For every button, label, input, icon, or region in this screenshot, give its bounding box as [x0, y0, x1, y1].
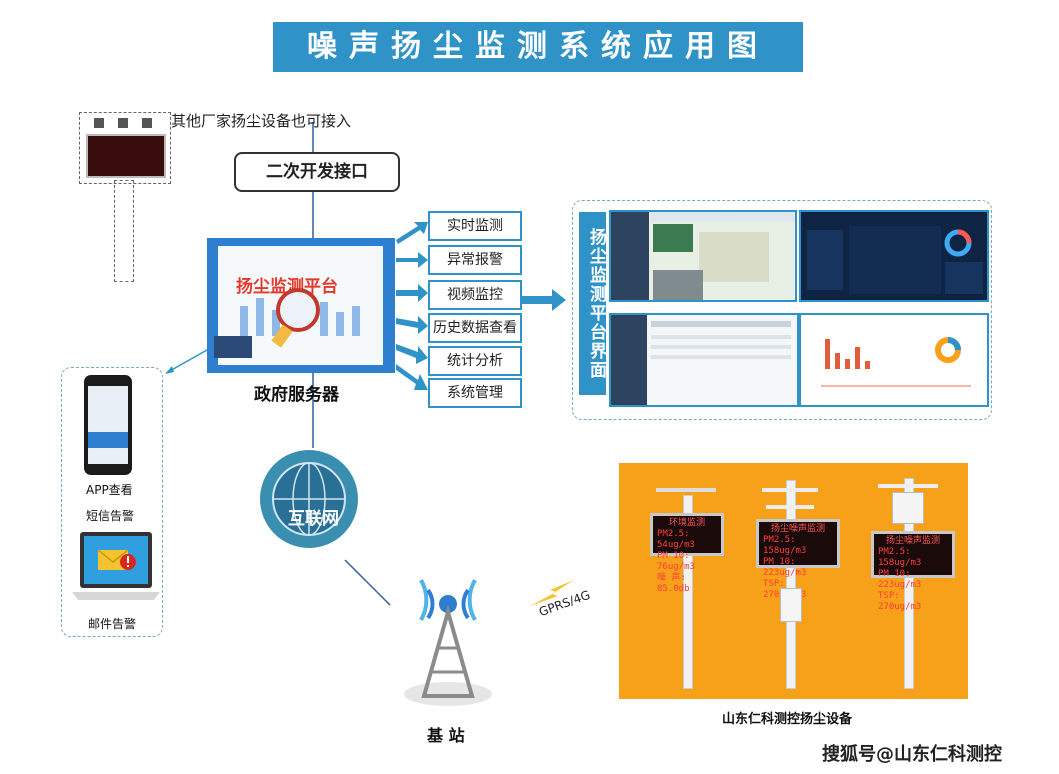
internet-label: 互联网	[288, 509, 339, 529]
device-3-sensor-box	[892, 492, 924, 524]
api-interface-box: 二次开发接口	[234, 152, 400, 192]
arrow-to-platform	[522, 289, 566, 311]
arrow-func-5	[396, 344, 428, 364]
arrow-func-4	[396, 316, 428, 334]
laptop-mail-icon	[72, 532, 160, 600]
other-devices-note: 其他厂家扬尘设备也可接入	[171, 112, 352, 130]
arrow-server-to-mobile	[167, 349, 208, 373]
device-2-led-line-2: PM 10: 223ug/m3	[763, 557, 807, 578]
base-station-tower-icon	[404, 579, 492, 706]
other-device-sensors-icon	[94, 118, 152, 128]
arrow-func-6	[396, 364, 428, 390]
device-1-sensor-arm	[656, 488, 716, 492]
function-system-management: 系统管理	[428, 378, 522, 408]
function-realtime-monitoring: 实时监测	[428, 211, 522, 241]
mobile-alerts-frame	[61, 367, 163, 637]
mail-label: 邮件告警	[88, 617, 137, 631]
devices-caption: 山东仁科测控扬尘设备	[722, 712, 853, 727]
device-2-crossbar-lower	[766, 505, 814, 509]
watermark: 搜狐号@山东仁科测控	[822, 744, 1002, 765]
function-history-data: 历史数据查看	[428, 313, 522, 343]
device-3-pole	[904, 478, 914, 689]
device-2-control-cabinet	[780, 588, 802, 622]
lightning-bolt-icon	[530, 580, 574, 606]
function-statistics: 统计分析	[428, 346, 522, 376]
device-1-led-line-2: PM 10: 76ug/m3	[657, 551, 695, 572]
server-caption: 政府服务器	[254, 385, 339, 405]
other-device-pole	[114, 180, 134, 282]
device-3-led-line-2: PM 10: 223ug/m3	[878, 569, 922, 590]
device-1-led-line-1: PM2.5: 54ug/m3	[657, 529, 695, 550]
function-abnormal-alarm: 异常报警	[428, 245, 522, 275]
device-1-led-line-3: 噪 声: 85.0db	[657, 573, 690, 594]
function-video-monitoring: 视频监控	[428, 280, 522, 310]
arrow-func-2	[396, 252, 428, 268]
device-3-crossbar	[878, 484, 938, 488]
line-internet-to-station	[344, 559, 391, 606]
platform-label: 扬尘监测平台	[236, 277, 338, 297]
device-1-led-title: 环境监测	[668, 518, 705, 528]
platform-interface-frame	[572, 200, 992, 420]
screenshot-map-view	[609, 210, 797, 302]
device-2-led-line-1: PM2.5: 158ug/m3	[763, 535, 807, 556]
other-device-screen	[86, 134, 166, 178]
device-2-led-screen: 扬尘噪声监测 PM2.5: 158ug/m3 PM 10: 223ug/m3 T…	[756, 519, 840, 600]
device-3-led-line-3: TSP: 270ug/m3	[878, 591, 922, 612]
bar-chart-icon	[240, 298, 360, 336]
device-3-led-screen: 扬尘噪声监测 PM2.5: 158ug/m3 PM 10: 223ug/m3 T…	[871, 531, 955, 612]
device-1-pole	[683, 495, 693, 689]
screenshot-device-list	[609, 313, 799, 407]
smartphone-icon	[84, 375, 132, 475]
screenshot-statistics	[799, 313, 989, 407]
arrow-func-1	[396, 222, 428, 244]
app-label: APP查看	[86, 483, 133, 497]
arrow-func-3	[396, 284, 428, 302]
device-3-led-line-1: PM2.5: 158ug/m3	[878, 547, 922, 568]
platform-interface-label: 扬尘监测平台界面	[579, 212, 606, 395]
device-2-pole	[786, 480, 796, 689]
internet-globe-icon	[260, 450, 358, 548]
server-hand-cuff	[214, 336, 252, 358]
device-2-crossbar	[762, 488, 818, 492]
diagram-title: 噪声扬尘监测系统应用图	[273, 22, 803, 72]
sms-label: 短信告警	[86, 509, 135, 523]
base-station-label: 基 站	[427, 726, 465, 745]
screenshot-dashboard-dark	[799, 210, 989, 302]
other-device-frame	[79, 112, 171, 184]
device-1-led-screen: 环境监测 PM2.5: 54ug/m3 PM 10: 76ug/m3 噪 声: …	[650, 513, 724, 594]
magnifier-icon	[271, 288, 320, 348]
device-3-led-title: 扬尘噪声监测	[885, 536, 940, 546]
device-2-led-title: 扬尘噪声监测	[770, 524, 825, 534]
